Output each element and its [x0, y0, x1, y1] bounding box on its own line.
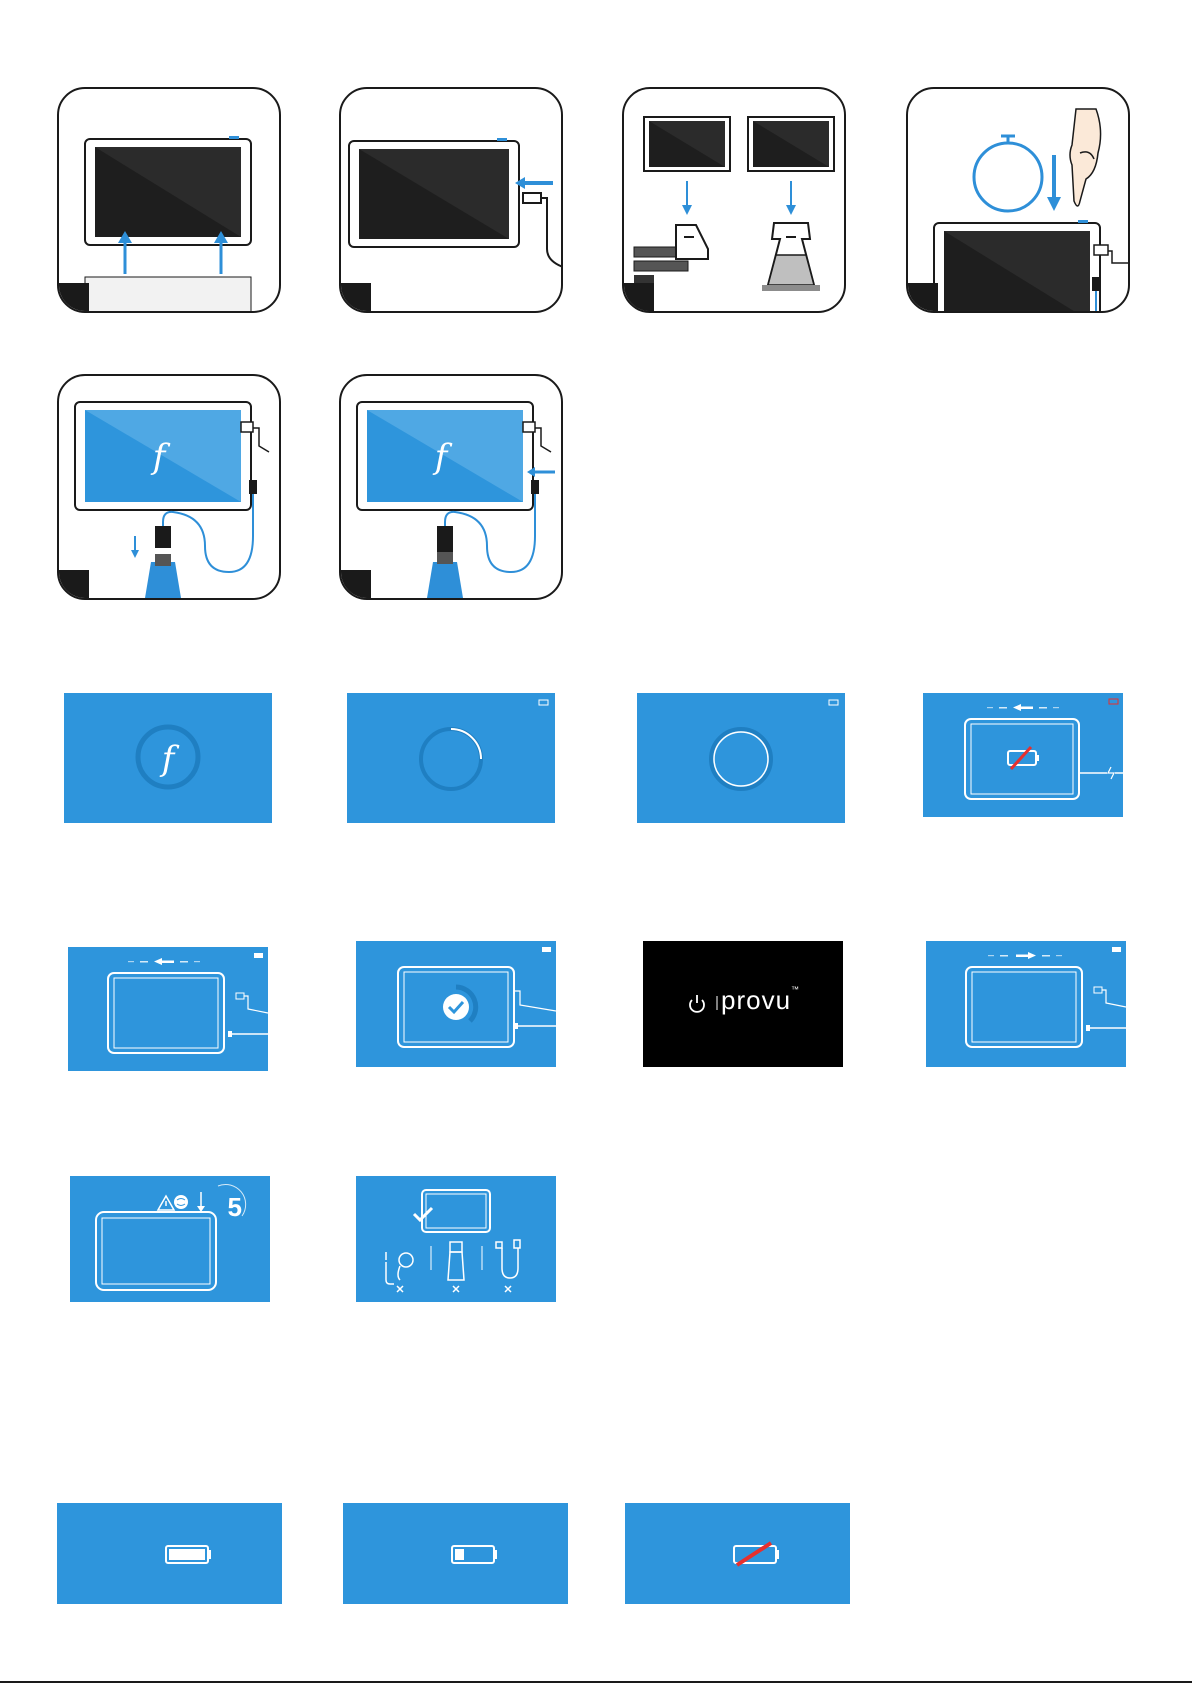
screen-battery-low — [343, 1503, 568, 1604]
battery-icon — [1112, 947, 1121, 952]
timer-icon — [974, 136, 1042, 211]
battery-icon — [254, 953, 263, 958]
tablet-on-box-illustration — [59, 89, 279, 311]
screen-loading-logo: f — [64, 693, 272, 823]
screen-remove-accessories — [356, 1176, 556, 1302]
ready-ring-icon — [714, 732, 768, 786]
screen-connect-cable — [68, 947, 268, 1071]
page-border — [0, 1681, 1192, 1683]
cable-icon — [514, 991, 556, 1011]
screen-warning-countdown: 5 — [70, 1176, 270, 1302]
screen-battery-empty-connect — [923, 693, 1123, 817]
f-logo-icon: f — [159, 739, 180, 779]
tablet-stand-illustration — [624, 89, 844, 311]
tablet-icon — [96, 1212, 216, 1290]
press-power-illustration — [908, 89, 1128, 311]
screen-ready-circle — [637, 693, 845, 823]
tablet-icon — [422, 1190, 490, 1232]
screen-battery-empty — [625, 1503, 850, 1604]
tablet-connect-cable-illustration — [341, 89, 561, 311]
warning-icon — [158, 1196, 174, 1210]
screen-power-brand: provu™ — [643, 941, 843, 1067]
globe-icon — [174, 1195, 188, 1209]
step-card-1 — [57, 87, 281, 313]
hand-pointer-icon — [1070, 109, 1101, 206]
check-icon — [443, 994, 469, 1020]
cable-icon — [523, 422, 535, 432]
brand-logo: provu™ — [721, 985, 800, 1016]
stand-icon — [762, 223, 820, 291]
screen-update-complete — [356, 941, 556, 1067]
screen-battery-full — [57, 1503, 282, 1604]
device-icon — [448, 1242, 464, 1280]
step-badge — [339, 283, 371, 313]
cable-icon — [236, 993, 244, 999]
battery-icon — [539, 700, 548, 705]
cable-icon — [496, 1240, 520, 1278]
step-card-5: f — [57, 374, 281, 600]
step-card-6: f — [339, 374, 563, 600]
battery-level-fill — [455, 1549, 464, 1560]
arrow-right-icon — [988, 952, 1062, 959]
connect-device-illustration: f — [59, 376, 279, 598]
screen-disconnect-cable — [926, 941, 1126, 1067]
screen-loading-spinner — [347, 693, 555, 823]
cable-icon — [1094, 245, 1108, 255]
connect-device-cable-illustration: f — [341, 376, 561, 598]
step-card-3 — [622, 87, 846, 313]
step-badge — [57, 283, 89, 313]
battery-icon — [1109, 699, 1118, 704]
arrow-left-icon — [128, 958, 200, 965]
tablet-icon — [108, 973, 224, 1053]
cable-icon — [523, 193, 541, 203]
arrow-left-icon — [987, 704, 1059, 711]
battery-icon — [829, 700, 838, 705]
battery-level-fill — [169, 1549, 205, 1560]
step-badge — [622, 283, 654, 313]
step-badge — [906, 283, 938, 313]
tablet-icon — [966, 967, 1082, 1047]
cable-icon — [241, 422, 253, 432]
step-badge — [57, 570, 89, 600]
cable-icon — [386, 1252, 413, 1284]
step-card-2 — [339, 87, 563, 313]
close-icon — [397, 1286, 511, 1292]
power-icon — [690, 995, 704, 1012]
countdown-number: 5 — [228, 1192, 242, 1223]
step-card-4 — [906, 87, 1130, 313]
step-badge — [339, 570, 371, 600]
battery-icon — [542, 947, 551, 952]
cable-icon — [1094, 987, 1102, 993]
